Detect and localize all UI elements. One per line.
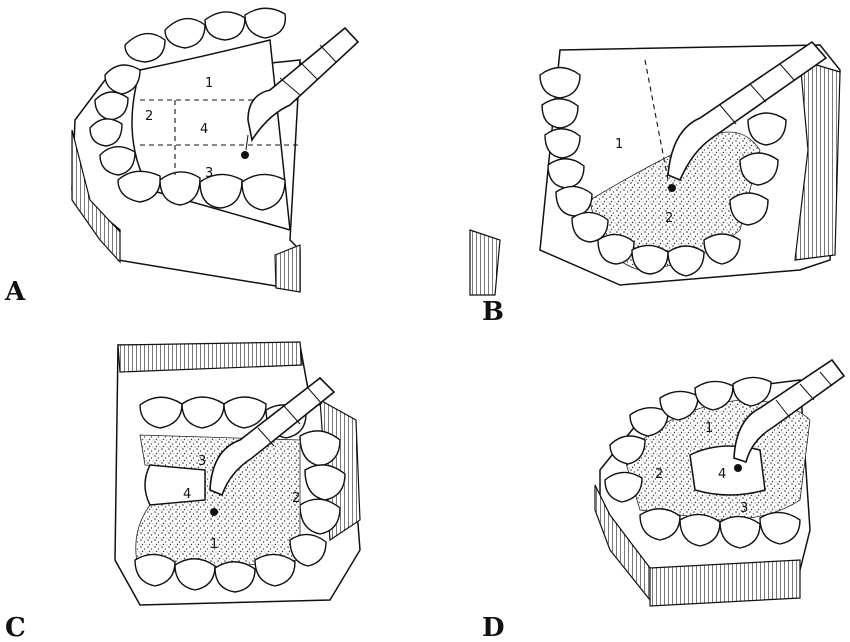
zone-label: 4 [718,467,726,482]
panel-letter: B [482,297,504,327]
zone-label: 3 [198,454,206,469]
zone-label: 3 [740,501,748,516]
zone-label: 3 [205,166,213,181]
zone-label: 1 [210,537,218,552]
zone-label: 1 [205,76,213,91]
zone-label: 2 [665,211,673,226]
panel-letter: A [4,277,26,307]
zone-label: 1 [615,137,623,152]
panel-letter: C [5,613,26,642]
zone-label: 4 [183,487,191,502]
panel-a: 1 2 4 3 A [4,8,358,307]
zone-label: 4 [200,122,208,137]
panel-letter: D [482,613,505,642]
zone-label: 2 [292,491,300,506]
panel-c: 4 3 1 2 C [5,342,360,642]
zone-label: 1 [705,421,713,436]
zone-label: 2 [145,109,153,124]
panel-d: 1 2 4 3 D [482,360,844,642]
zone-label: 2 [655,467,663,482]
panel-b: 1 2 B [470,42,840,327]
